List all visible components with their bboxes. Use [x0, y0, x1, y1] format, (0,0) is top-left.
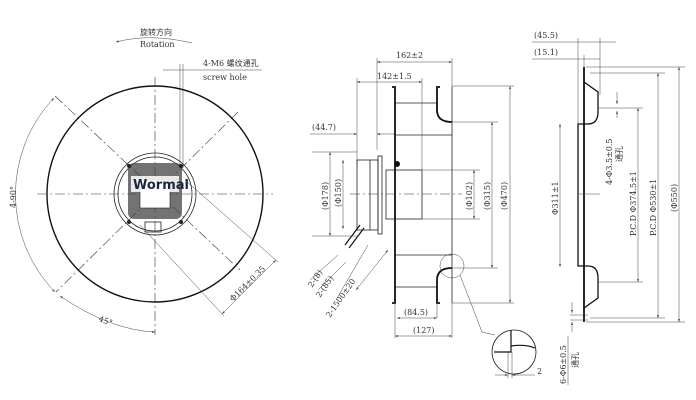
- inlet-ring-view: (45.5) (15.1) Φ311±1 4-Φ3.5±0.5 通孔 P.C.D…: [532, 31, 685, 385]
- brand-logo: Wormal: [133, 178, 189, 193]
- dim-84-5: (84.5): [404, 308, 428, 317]
- hole-6-label: 6-Φ6±0.5: [559, 345, 568, 384]
- rotation-label-cn: 旋转方向: [140, 27, 172, 37]
- dim-150: (Φ150): [334, 179, 343, 207]
- dim-162: 162±2: [396, 51, 423, 60]
- dim-102: (Φ102): [465, 182, 474, 210]
- motor-body: [356, 159, 379, 231]
- hole-4-label: 4-Φ3.5±0.5: [605, 139, 614, 186]
- dim-142: 142±1.5: [377, 72, 412, 81]
- dim-311: Φ311±1: [551, 181, 560, 215]
- cable: [344, 224, 365, 249]
- screw-hole-label-cn: 4-M6 螺纹通孔: [203, 58, 259, 68]
- dim-45-5: (45.5): [534, 31, 558, 40]
- detail-marker: [439, 253, 465, 279]
- dim-178: (Φ178): [321, 182, 330, 210]
- rotation-label-en: Rotation: [140, 40, 175, 49]
- hole-4-cn: 通孔: [614, 146, 624, 162]
- rotation-arrow-icon: [115, 37, 193, 44]
- diameter-164-label: Φ164±0.35: [228, 264, 267, 303]
- dim-44-7: (44.7): [312, 123, 336, 132]
- hole-6-cn: 通孔: [570, 352, 580, 368]
- inlet-ring-profile: [577, 81, 599, 309]
- angle-45-label: 45°: [97, 314, 113, 327]
- pcd-530-label: P.C.D Φ530±1: [649, 179, 658, 236]
- pcd-374-label: P.C.D Φ374.5±1: [629, 171, 638, 236]
- detail-dim-2: 2: [537, 367, 542, 376]
- angle-90-label: 4-90°: [9, 186, 18, 208]
- side-view: 162±2 142±1.5 (44.7) (Φ178) (Φ150): [306, 51, 542, 378]
- front-view: 旋转方向 Rotation 4-M6 螺纹通孔 screw hole Worma…: [9, 27, 279, 335]
- dim-470: (Φ470): [500, 182, 509, 210]
- dim-315: (Φ315): [483, 182, 492, 210]
- screw-hole-label-en: screw hole: [203, 73, 247, 82]
- motor-hub: Wormal: [113, 152, 197, 236]
- dim-15-1: (15.1): [534, 48, 558, 57]
- dim-127: (127): [413, 326, 435, 335]
- dim-550: (Φ550): [670, 184, 679, 212]
